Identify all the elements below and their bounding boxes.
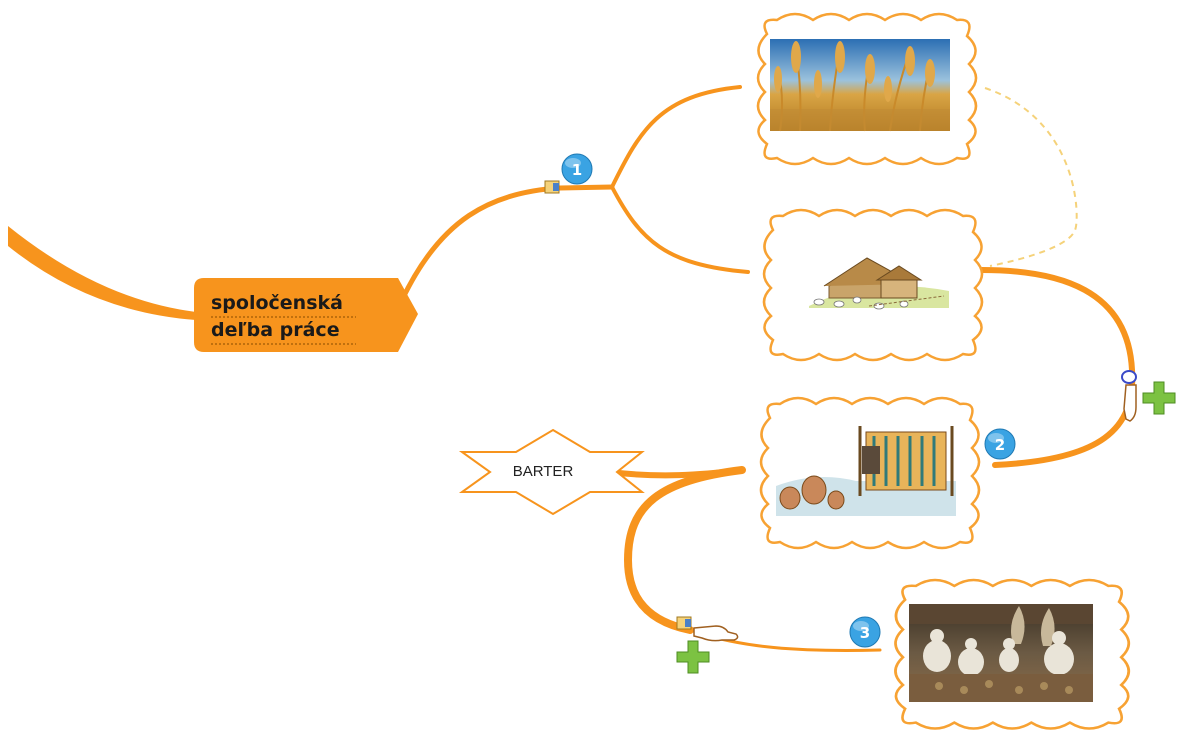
marker-1-label: 1	[572, 161, 582, 179]
farm-village-image	[809, 257, 949, 310]
marker-3-label: 3	[860, 624, 870, 642]
barter-star-shape	[458, 428, 645, 516]
branch-to-junction-1	[399, 184, 615, 303]
branch-to-village	[610, 185, 750, 274]
central-topic-line1: spoločenská	[211, 292, 343, 314]
weaving-loom-image	[776, 426, 956, 516]
relation-handle-icon[interactable]	[1121, 370, 1137, 384]
village-node[interactable]	[762, 208, 984, 362]
loom-node[interactable]	[759, 396, 981, 550]
branch-village-to-loom	[979, 267, 1136, 468]
central-topic-line2: deľba práce	[211, 319, 340, 341]
marker-1[interactable]: 1	[561, 153, 593, 185]
plus-icon[interactable]	[676, 640, 710, 674]
barter-callout[interactable]: BARTER	[458, 428, 645, 516]
marker-3[interactable]: 3	[849, 616, 881, 648]
central-topic-shape	[194, 278, 418, 352]
relationship-dashed-line[interactable]	[984, 87, 1078, 267]
hand-pointer-icon[interactable]	[693, 625, 739, 642]
branch-to-wheat	[610, 85, 742, 189]
barter-label: BARTER	[513, 463, 574, 480]
central-topic[interactable]: spoločenská deľba práce	[194, 278, 418, 352]
wheat-field-image	[770, 39, 950, 132]
wheat-node[interactable]	[756, 12, 978, 166]
branch-loom-to-market	[623, 466, 746, 634]
note-icon[interactable]	[676, 616, 692, 630]
parent-branch	[8, 226, 196, 320]
plus-icon[interactable]	[1142, 381, 1176, 415]
marker-2-label: 2	[995, 436, 1005, 454]
hand-pointer-icon[interactable]	[1123, 384, 1137, 422]
market-traders-image	[909, 604, 1093, 702]
note-icon[interactable]	[544, 180, 560, 194]
marker-2[interactable]: 2	[984, 428, 1016, 460]
